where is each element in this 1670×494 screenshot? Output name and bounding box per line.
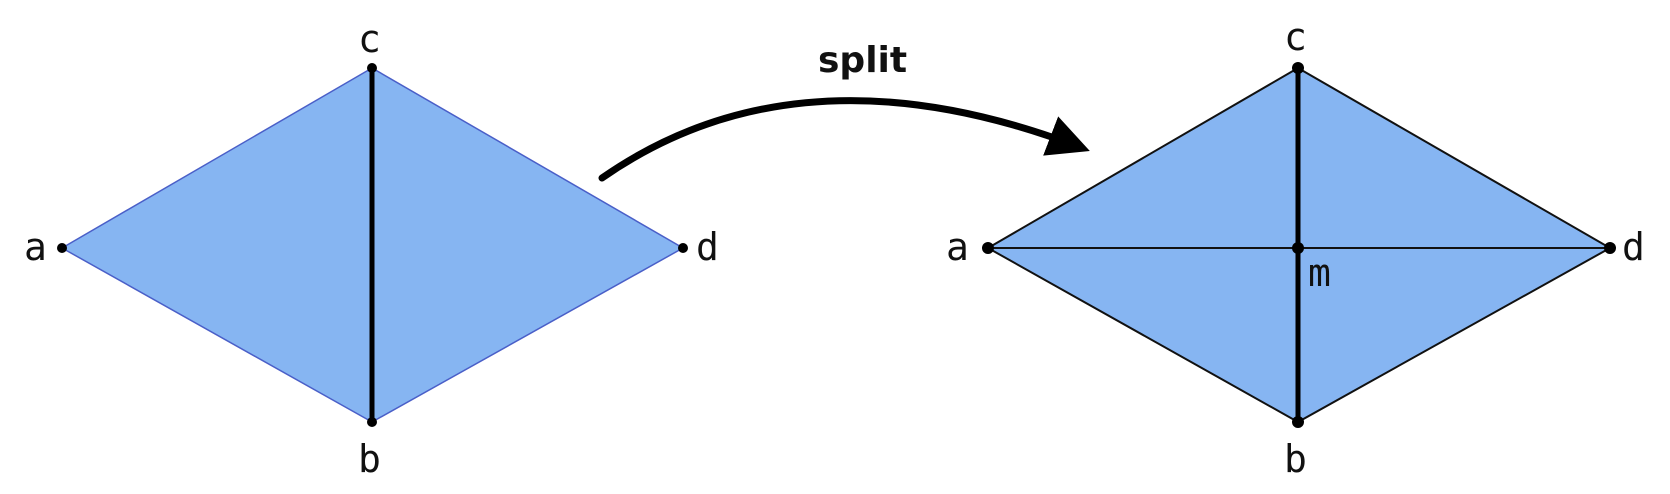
before-vertex-b	[367, 417, 377, 427]
after-vertex-a	[982, 242, 994, 254]
after-vertex-b	[1292, 416, 1304, 428]
after-mesh: a c b d m	[946, 15, 1645, 481]
before-vertex-c	[367, 63, 377, 73]
after-label-b: b	[1284, 437, 1307, 481]
after-vertex-c	[1292, 62, 1304, 74]
before-triangle-cdb	[371, 66, 685, 424]
before-label-b: b	[358, 437, 381, 481]
before-label-d: d	[696, 225, 719, 269]
after-triangle-amb	[984, 247, 1299, 424]
after-label-c: c	[1284, 15, 1307, 59]
after-label-d: d	[1622, 225, 1645, 269]
before-vertex-a	[57, 243, 67, 253]
split-arrow-label: split	[818, 40, 907, 81]
before-mesh: a c b d	[24, 17, 719, 481]
after-triangle-acm	[984, 66, 1299, 249]
split-arrow-curve	[598, 97, 1090, 182]
after-triangle-mdb	[1297, 247, 1614, 424]
after-vertex-m	[1292, 242, 1304, 254]
before-label-a: a	[24, 225, 47, 269]
before-vertex-d	[678, 243, 688, 253]
before-triangle-acb	[60, 66, 373, 424]
before-label-c: c	[358, 17, 381, 61]
after-vertex-d	[1604, 242, 1616, 254]
split-arrow: split	[598, 40, 1090, 182]
after-triangle-cdm	[1297, 66, 1614, 249]
after-label-a: a	[946, 225, 969, 269]
after-label-m: m	[1308, 251, 1331, 295]
